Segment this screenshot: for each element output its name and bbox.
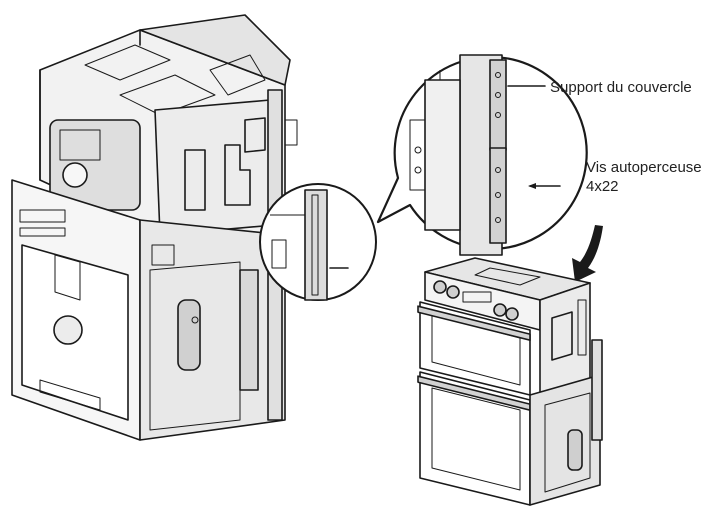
large-oven-assembly [11, 14, 298, 441]
detail-callout [376, 54, 588, 256]
screw-label-line1: Vis autoperceuse [586, 159, 702, 176]
screw-label-line2: 4x22 [586, 178, 619, 195]
bracket-label: Support du couvercle [550, 79, 692, 96]
detail-circle-small [259, 183, 377, 301]
small-oven-assembly [417, 257, 603, 506]
direction-arrow [572, 225, 603, 282]
screw-arrowhead [528, 183, 536, 189]
